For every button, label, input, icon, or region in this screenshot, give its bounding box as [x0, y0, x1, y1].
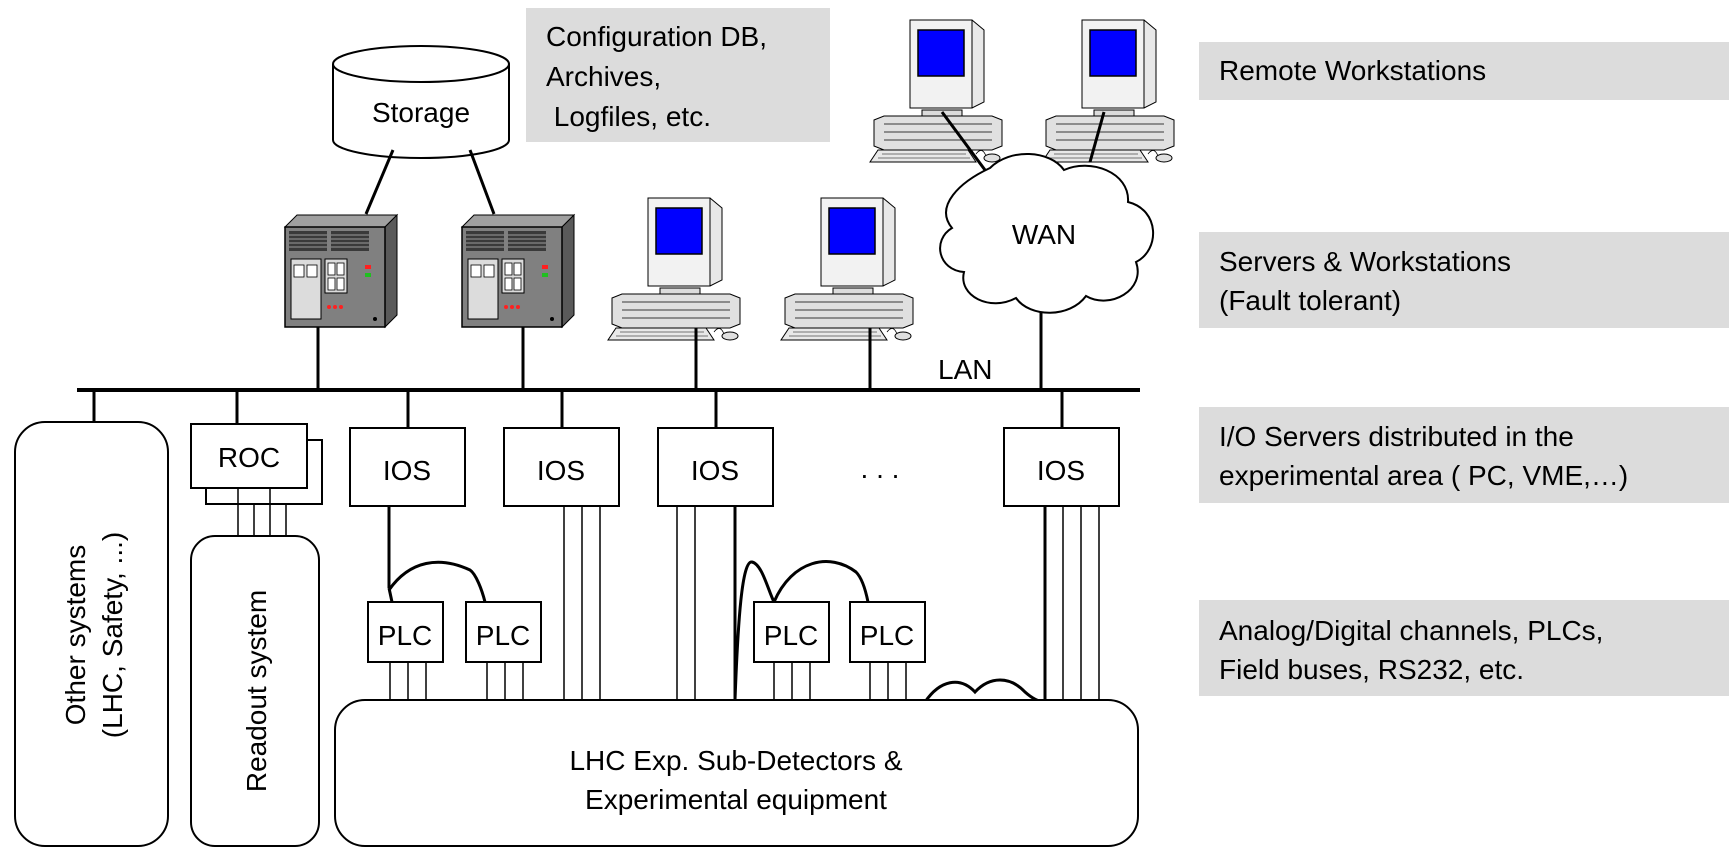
lan-label: LAN [938, 354, 992, 385]
svg-text:IOS: IOS [537, 455, 585, 486]
ios-box-1: IOS [349, 427, 466, 507]
svg-text:ROC: ROC [218, 442, 280, 473]
svg-text:IOS: IOS [691, 455, 739, 486]
detectors-box: LHC Exp. Sub-Detectors & Experimental eq… [334, 699, 1139, 847]
wan-cloud: WAN [939, 153, 1154, 314]
svg-text:I/O Servers distributed in the: I/O Servers distributed in the [1219, 421, 1574, 452]
svg-text:IOS: IOS [1037, 455, 1085, 486]
plc-box-4: PLC [849, 601, 926, 663]
svg-text:Field buses, RS232, etc.: Field buses, RS232, etc. [1219, 654, 1524, 685]
svg-text:(LHC, Safety, ...): (LHC, Safety, ...) [97, 532, 128, 738]
svg-text:PLC: PLC [764, 620, 818, 651]
svg-text:Readout system: Readout system [241, 590, 272, 792]
workstation-2 [780, 197, 914, 341]
svg-text:Storage: Storage [372, 97, 470, 128]
svg-text:WAN: WAN [1012, 219, 1076, 250]
svg-text:experimental area ( PC, VME,…): experimental area ( PC, VME,…) [1219, 460, 1628, 491]
svg-text:PLC: PLC [476, 620, 530, 651]
svg-text:Archives,: Archives, [546, 61, 661, 92]
plc-box-3: PLC [753, 601, 830, 663]
config-note: Configuration DB, Archives, Logfiles, et… [526, 8, 830, 142]
svg-text:PLC: PLC [378, 620, 432, 651]
workstation-1 [607, 197, 741, 341]
ios-box-2: IOS [503, 427, 620, 507]
ios-box-4: IOS [1003, 427, 1120, 507]
level-field-channels: Analog/Digital channels, PLCs, Field bus… [1199, 600, 1729, 696]
roc-box: ROC [190, 423, 323, 505]
storage-cylinder: Storage [332, 45, 510, 159]
svg-text:Remote Workstations: Remote Workstations [1219, 55, 1486, 86]
level-io-servers: I/O Servers distributed in the experimen… [1199, 407, 1729, 503]
svg-text:Analog/Digital channels, PLCs,: Analog/Digital channels, PLCs, [1219, 615, 1603, 646]
readout-system-box: Readout system [190, 535, 320, 847]
svg-text:Logfiles, etc.: Logfiles, etc. [546, 101, 711, 132]
svg-text:Configuration DB,: Configuration DB, [546, 21, 767, 52]
plc-box-1: PLC [367, 601, 444, 663]
server-1 [284, 214, 398, 328]
ellipsis: . . . [861, 453, 900, 484]
remote-workstation-2 [1041, 19, 1175, 163]
level-remote-workstations: Remote Workstations [1199, 42, 1729, 100]
svg-text:(Fault tolerant): (Fault tolerant) [1219, 285, 1401, 316]
ios-box-3: IOS [657, 427, 774, 507]
svg-text:Experimental equipment: Experimental equipment [585, 784, 887, 815]
level-servers-workstations: Servers & Workstations (Fault tolerant) [1199, 232, 1729, 328]
svg-text:Other systems: Other systems [60, 545, 91, 725]
other-systems-box: Other systems (LHC, Safety, ...) [14, 421, 169, 847]
server-2 [461, 214, 575, 328]
svg-text:PLC: PLC [860, 620, 914, 651]
remote-workstation-1 [869, 19, 1003, 163]
svg-text:LHC Exp. Sub-Detectors &: LHC Exp. Sub-Detectors & [569, 745, 902, 776]
svg-text:Servers & Workstations: Servers & Workstations [1219, 246, 1511, 277]
plc-box-2: PLC [465, 601, 542, 663]
svg-text:IOS: IOS [383, 455, 431, 486]
